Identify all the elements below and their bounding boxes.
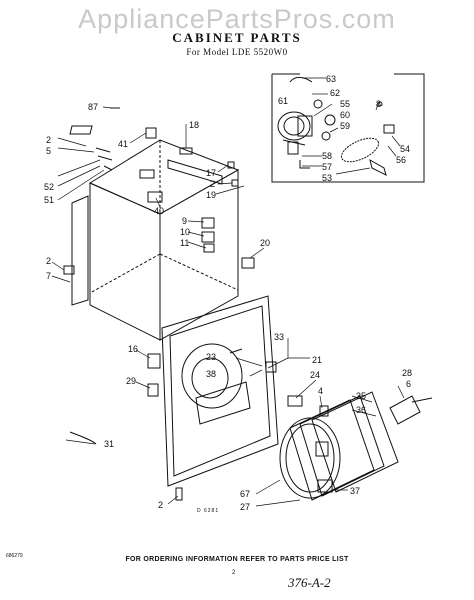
callout-33: 33 [274, 332, 284, 342]
cabinet [71, 139, 240, 341]
drive-motor [277, 111, 313, 155]
callout-labels: 87 41 18 5 2 52 51 17 2 19 40 9 10 11 20… [44, 74, 412, 512]
callout-8: 8 [376, 99, 381, 109]
callout-51: 51 [44, 195, 54, 205]
callout-61: 61 [278, 96, 288, 106]
callout-2c: 2 [46, 256, 51, 266]
callout-58: 58 [322, 151, 332, 161]
callout-87: 87 [88, 102, 98, 112]
callout-7: 7 [46, 271, 51, 281]
leader-lines [51, 77, 405, 507]
callout-5: 5 [46, 146, 51, 156]
callout-35: 35 [356, 391, 366, 401]
callout-2a: 2 [46, 135, 51, 145]
callout-2d: 2 [158, 500, 163, 510]
callout-59: 59 [340, 121, 350, 131]
idler-pulley [369, 124, 395, 176]
callout-60: 60 [340, 110, 350, 120]
ordering-note: FOR ORDERING INFORMATION REFER TO PARTS … [125, 556, 349, 563]
callout-16: 16 [128, 344, 138, 354]
door-switch [389, 395, 433, 425]
callout-62: 62 [330, 88, 340, 98]
inset-frame [271, 73, 425, 183]
diagram-title: CABINET PARTS [172, 30, 302, 45]
callout-20: 20 [260, 238, 270, 248]
callout-21: 21 [312, 355, 322, 365]
small-parts [63, 107, 329, 501]
callout-67: 67 [240, 489, 250, 499]
watermark: AppliancePartsPros.com [78, 4, 396, 34]
callout-24: 24 [310, 370, 320, 380]
callout-29: 29 [126, 376, 136, 386]
callout-55: 55 [340, 99, 350, 109]
callout-57: 57 [322, 162, 332, 172]
model-subtitle: For Model LDE 5520W0 [186, 47, 288, 57]
motor-pulley [313, 99, 336, 141]
callout-23: 23 [206, 352, 216, 362]
callout-36: 36 [356, 405, 366, 415]
callout-9: 9 [182, 216, 187, 226]
callout-4: 4 [318, 386, 323, 396]
callout-40: 40 [154, 206, 164, 216]
front-panel [161, 295, 279, 487]
callout-54: 54 [400, 144, 410, 154]
callout-28: 28 [402, 368, 412, 378]
callout-18: 18 [189, 120, 199, 130]
handwritten-note: 376-A-2 [288, 575, 331, 590]
drawing-id: D 6281 [197, 508, 220, 514]
door-assembly [279, 391, 399, 501]
callout-10: 10 [180, 227, 190, 237]
page-number: 2 [232, 570, 236, 576]
callout-6: 6 [406, 379, 411, 389]
callout-41: 41 [118, 139, 128, 149]
callout-11: 11 [180, 238, 189, 248]
callout-31: 31 [104, 439, 114, 449]
callout-52: 52 [44, 182, 54, 192]
callout-27: 27 [240, 502, 250, 512]
callout-37: 37 [350, 486, 360, 496]
callout-56: 56 [396, 155, 406, 165]
figure-code: 686279 [6, 553, 23, 559]
callout-38: 38 [206, 369, 216, 379]
callout-19: 19 [206, 190, 216, 200]
callout-53: 53 [322, 173, 332, 183]
callout-2b: 2 [210, 179, 215, 189]
drive-belt [340, 137, 380, 163]
callout-63: 63 [326, 74, 336, 84]
callout-17: 17 [206, 168, 216, 178]
